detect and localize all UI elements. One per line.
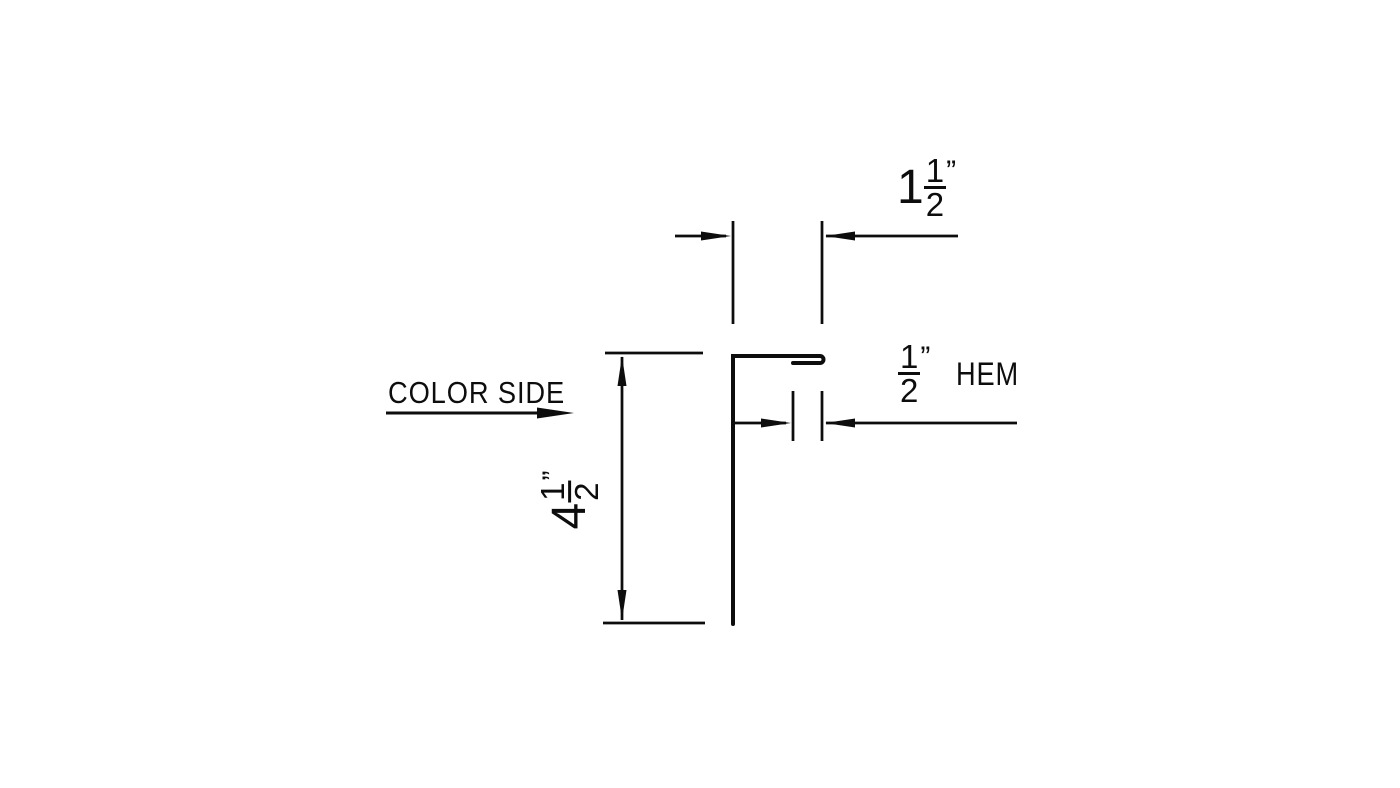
fraction-denominator: 2	[567, 480, 605, 503]
height-dimension-label: 4 1 2 ”	[534, 470, 605, 530]
dimension-whole-number: 4	[543, 502, 597, 530]
fraction-numerator: 1	[925, 152, 945, 189]
inch-mark: ”	[537, 470, 571, 481]
inch-mark: ”	[946, 155, 957, 188]
fraction-numerator: 1	[900, 338, 919, 375]
inch-mark: ”	[920, 341, 931, 374]
arrowhead-up-icon	[617, 356, 627, 386]
fraction-denominator: 2	[898, 371, 921, 409]
hem-word-label: HEM	[956, 355, 1020, 392]
hem-dimension-label: 1 2 ” HEM	[898, 338, 1030, 409]
color-side-label: COLOR SIDE	[388, 375, 566, 410]
color-side-arrow	[386, 407, 574, 419]
arrowhead-right-icon	[761, 418, 791, 428]
dimension-fraction: 1 2	[923, 152, 947, 223]
profile-outline	[731, 354, 826, 626]
top-width-dimension	[675, 221, 958, 324]
dimension-whole-number: 1	[897, 161, 924, 215]
hem-dimension	[733, 391, 1017, 441]
arrowhead-left-icon	[825, 231, 855, 241]
arrowhead-down-icon	[617, 590, 627, 620]
top-width-dimension-label: 1 1 2 ”	[897, 152, 957, 223]
dimension-fraction: 1 2	[534, 480, 605, 503]
fraction-numerator: 1	[534, 482, 572, 501]
dimension-fraction: 1 2	[898, 338, 921, 409]
fraction-denominator: 2	[923, 185, 947, 223]
height-dimension	[603, 351, 705, 625]
arrowhead-right-icon	[537, 407, 574, 419]
arrowhead-right-icon	[701, 231, 731, 241]
arrowhead-left-icon	[825, 418, 855, 428]
